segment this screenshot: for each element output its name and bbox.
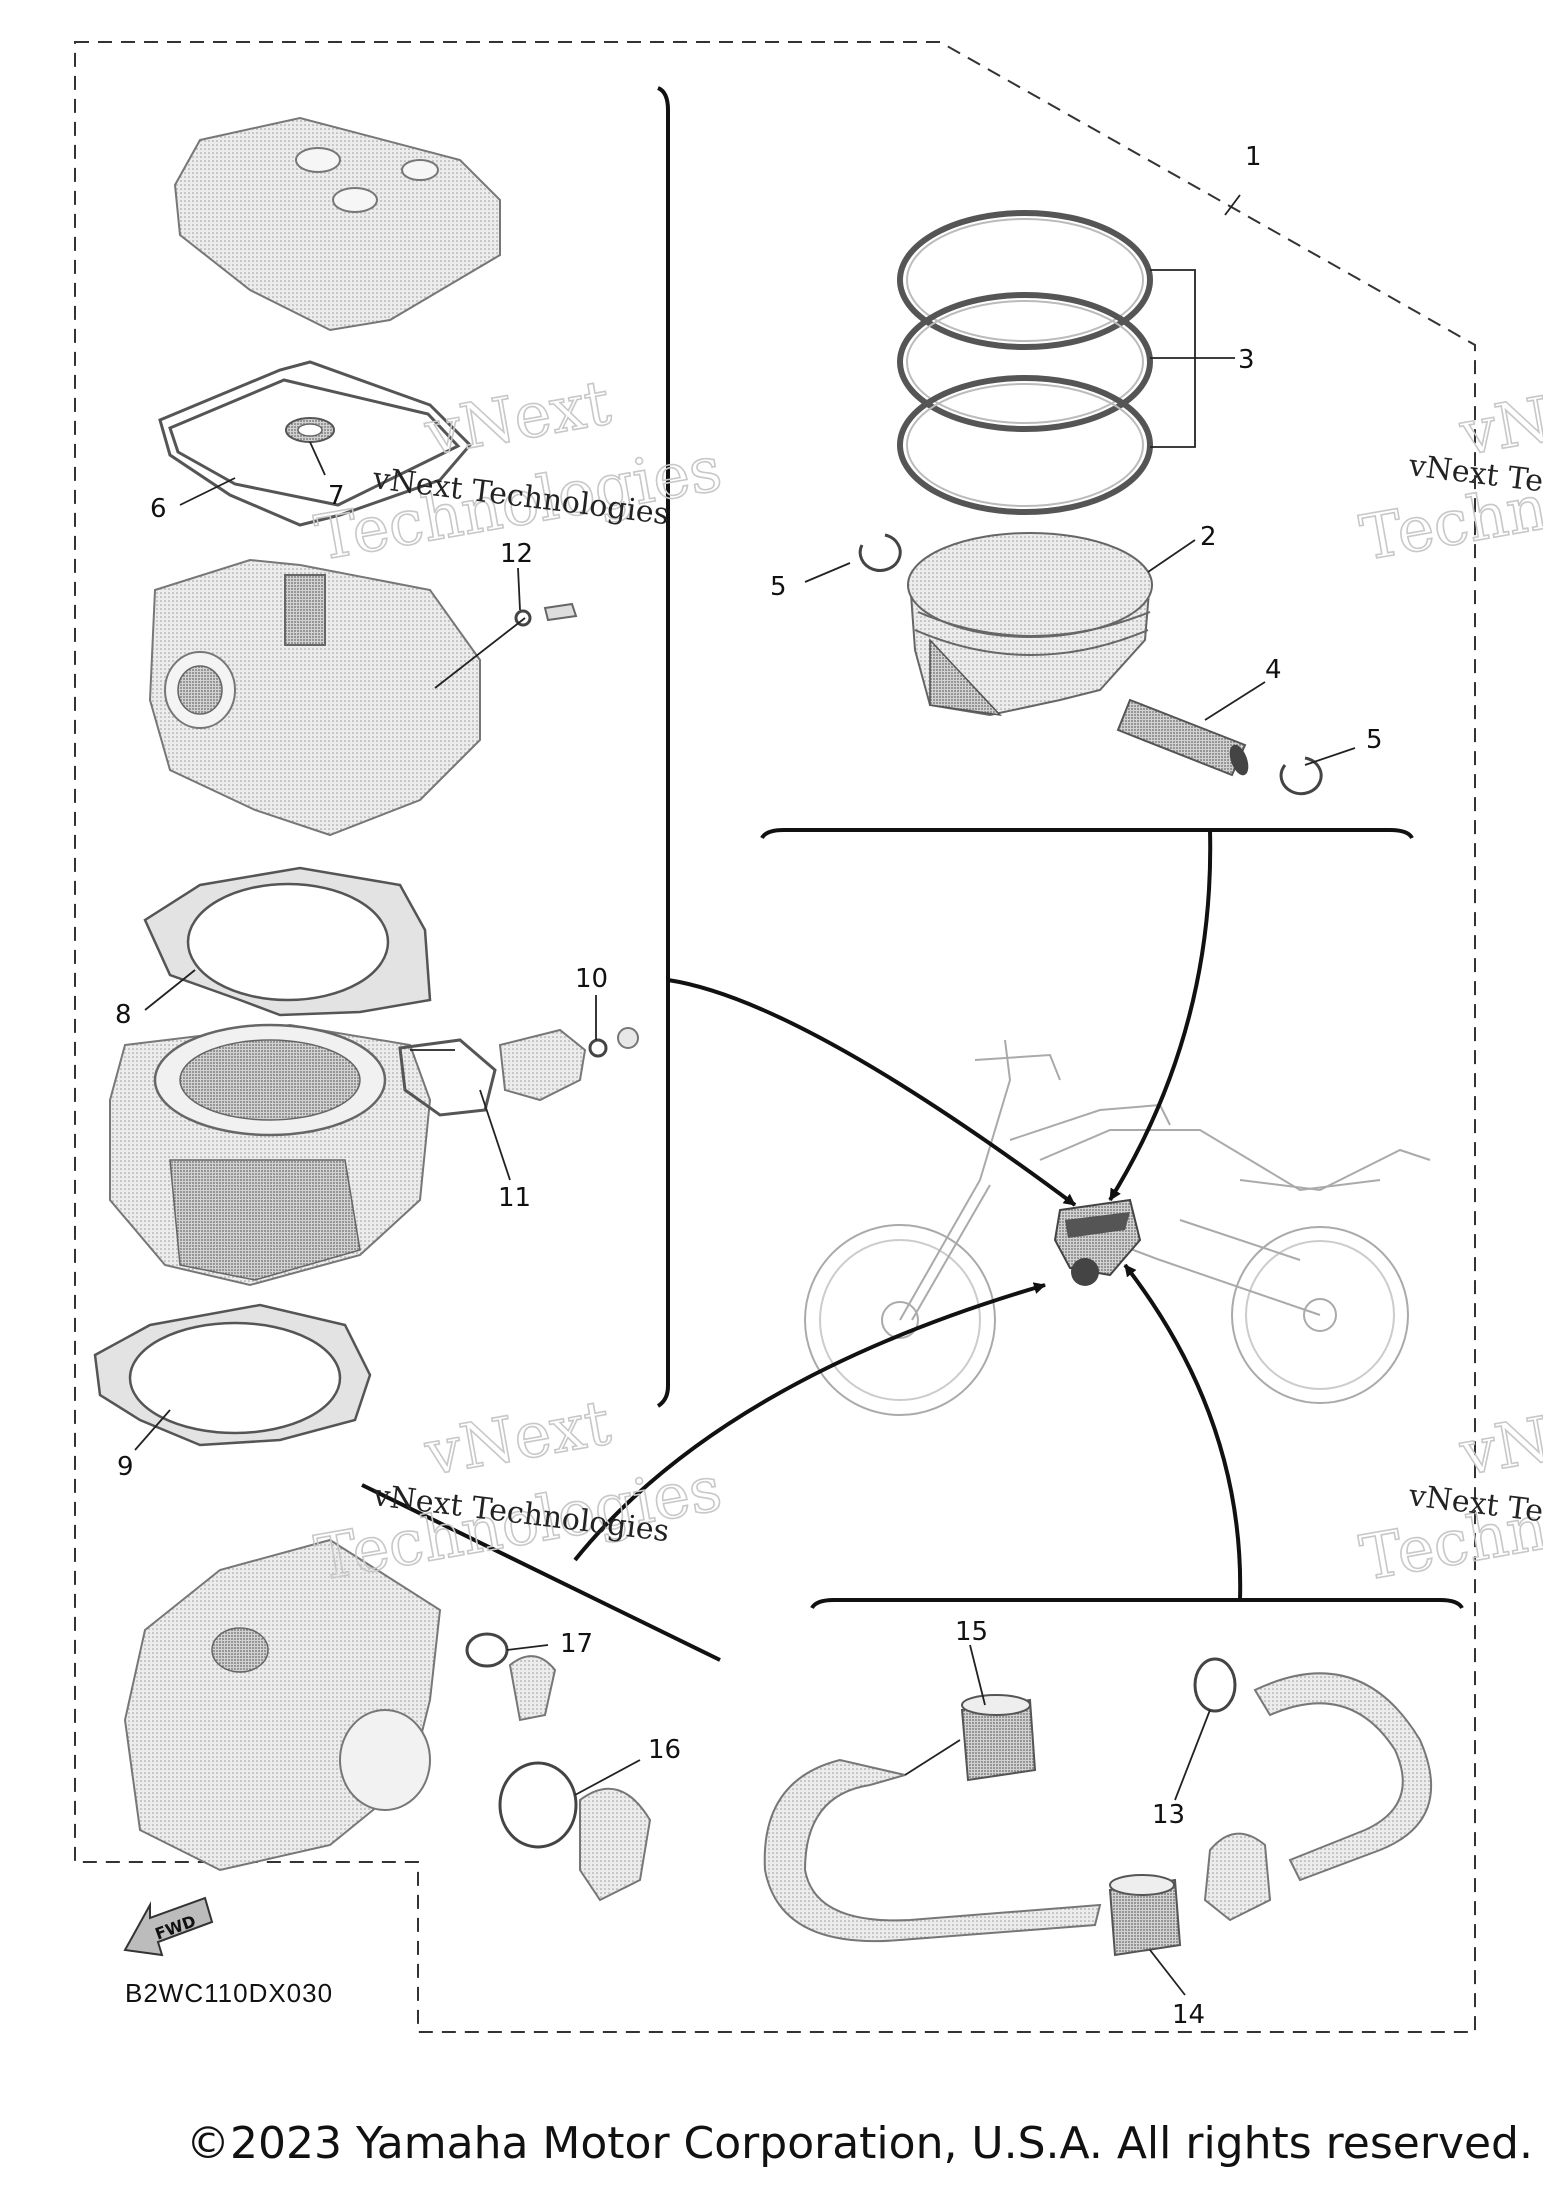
- part-4-piston-pin: [1116, 698, 1249, 777]
- callout-9: 9: [117, 1452, 134, 1482]
- valve-housing: [498, 1028, 587, 1102]
- arrow-piston-to-bike: [1108, 829, 1213, 1202]
- part-16-o-ring: [498, 1761, 578, 1849]
- callout-8: 8: [115, 1000, 132, 1030]
- bracket-left-group: [656, 86, 670, 1408]
- leader-12: [434, 567, 526, 689]
- leader-15: [969, 1644, 986, 1706]
- diagram-code: B2WC110DX030: [125, 1978, 334, 2008]
- svg-text:vNext: vNext: [1454, 1386, 1543, 1490]
- leader-17: [506, 1644, 549, 1651]
- callout-12: 12: [500, 539, 533, 569]
- copyright-notice: ©2023 Yamaha Motor Corporation, U.S.A. A…: [186, 2118, 1533, 2169]
- callout-7: 7: [328, 481, 345, 511]
- leader-14: [1149, 1949, 1186, 1996]
- callout-1: 1: [1245, 142, 1262, 172]
- exhaust-pipe-front: [763, 1758, 1102, 1943]
- leader-11: [479, 1089, 511, 1181]
- bracket-piston-group: [760, 828, 1414, 840]
- exhaust-clamp: [1203, 1832, 1272, 1922]
- part-6-head-cover-gasket: [158, 360, 473, 527]
- leader-3: [1150, 269, 1235, 448]
- fwd-arrow-icon: FWD: [123, 1896, 214, 1957]
- arrow-crankcase-to-bike: [573, 1282, 1046, 1562]
- part-5-circlip-right: [1279, 756, 1323, 796]
- callout-5b: 5: [1366, 725, 1383, 755]
- leader-6: [179, 477, 236, 506]
- leader-1: [1224, 194, 1241, 216]
- arrow-cylinder-to-bike: [667, 978, 1077, 1207]
- callout-13: 13: [1152, 1800, 1185, 1830]
- motorcycle-icon: [804, 1039, 1431, 1416]
- callout-6: 6: [150, 494, 167, 524]
- part-2-piston: [907, 532, 1153, 717]
- callout-3: 3: [1238, 345, 1255, 375]
- callout-5a: 5: [770, 572, 787, 602]
- cover-cap: [579, 1787, 652, 1902]
- plug: [508, 1655, 557, 1722]
- callout-2: 2: [1200, 522, 1217, 552]
- leader-13: [1174, 1709, 1211, 1801]
- part-10-o-ring: [588, 1038, 608, 1058]
- kit-boundary: [74, 41, 1476, 2033]
- part-13-gasket: [1193, 1657, 1237, 1713]
- arrow-exhaust-to-bike: [1123, 1263, 1243, 1601]
- part-3-ring-oil: [897, 375, 1153, 515]
- cylinder: [109, 1023, 432, 1287]
- leader-16: [574, 1759, 641, 1796]
- bracket-crankcase: [361, 1483, 721, 1662]
- cylinder-head-cover: [173, 116, 501, 332]
- leader-pipe-front: [904, 1739, 961, 1776]
- leader-9: [134, 1409, 171, 1451]
- watermark-2: vNext Techno vNext Tec: [1354, 365, 1543, 576]
- part-11-gasket: [398, 1038, 497, 1117]
- part-5-circlip-left: [858, 533, 902, 572]
- leader-5a: [804, 562, 851, 583]
- callout-14: 14: [1172, 2000, 1205, 2030]
- leader-7: [309, 441, 326, 476]
- callout-15: 15: [955, 1617, 988, 1647]
- part-3-ring-top: [897, 210, 1153, 350]
- part-3-ring-mid: [897, 292, 1153, 432]
- leader-8: [144, 969, 196, 1011]
- part-12-washer: [514, 609, 532, 627]
- callout-11: 11: [498, 1183, 531, 1213]
- crankcase-cover: [123, 1538, 442, 1872]
- part-12-bolt: [543, 602, 578, 622]
- leader-5b: [1304, 747, 1356, 766]
- callout-17: 17: [560, 1629, 593, 1659]
- part-17-o-ring: [465, 1632, 509, 1668]
- cylinder-head: [148, 558, 481, 837]
- callout-4: 4: [1265, 655, 1282, 685]
- watermark-4: vNext Techno vNext Tec: [1354, 1385, 1543, 1596]
- callout-16: 16: [648, 1735, 681, 1765]
- engine-highlight: [1053, 1198, 1142, 1286]
- bracket-exhaust-group: [810, 1598, 1464, 1610]
- leader-2: [1147, 539, 1196, 573]
- exhaust-pipe-rear: [1253, 1672, 1433, 1882]
- callout-10: 10: [575, 964, 608, 994]
- leader-4: [1204, 681, 1266, 721]
